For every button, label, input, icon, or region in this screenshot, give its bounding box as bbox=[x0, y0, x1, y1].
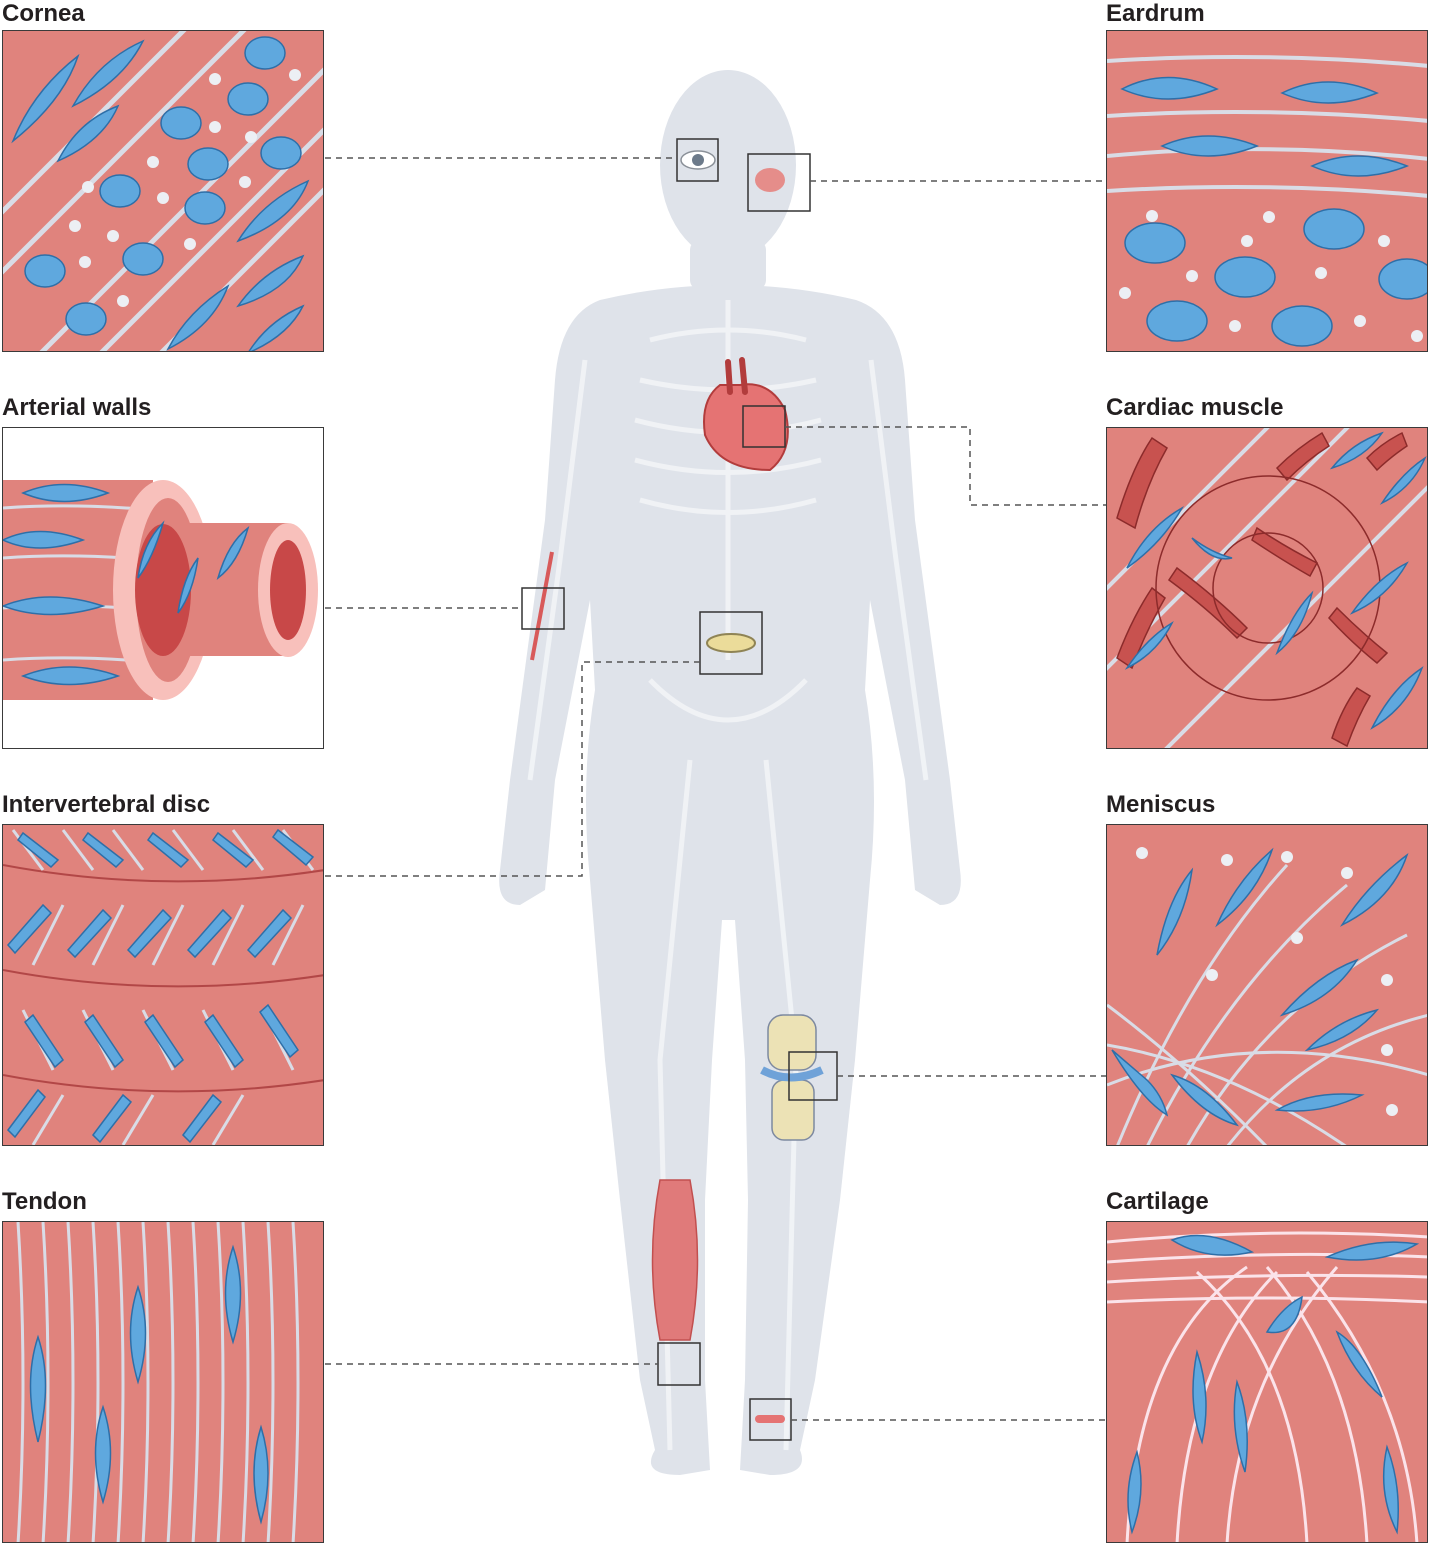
label-meniscus: Meniscus bbox=[1106, 791, 1216, 818]
ankle-cartilage bbox=[755, 1415, 785, 1423]
label-intervertebral-disc: Intervertebral disc bbox=[2, 791, 211, 818]
panel-meniscus bbox=[1106, 824, 1428, 1146]
calf-muscle bbox=[651, 1179, 699, 1341]
panel-arterial-walls bbox=[2, 427, 324, 749]
label-cartilage: Cartilage bbox=[1106, 1188, 1209, 1215]
face bbox=[680, 150, 785, 192]
label-arterial-walls: Arterial walls bbox=[2, 394, 152, 421]
label-cornea: Cornea bbox=[2, 0, 85, 27]
connectors bbox=[325, 157, 1106, 1421]
label-eardrum: Eardrum bbox=[1106, 0, 1205, 27]
label-tendon: Tendon bbox=[2, 1188, 87, 1215]
human-body-silhouette bbox=[499, 70, 961, 1475]
panel-cornea bbox=[2, 30, 324, 352]
knee-joint bbox=[760, 1014, 824, 1141]
panel-eardrum bbox=[1106, 30, 1428, 352]
panel-cardiac-muscle bbox=[1106, 427, 1428, 749]
panel-tendon bbox=[2, 1221, 324, 1543]
label-cardiac-muscle: Cardiac muscle bbox=[1106, 394, 1284, 421]
artery-organ bbox=[530, 551, 554, 661]
panel-cartilage bbox=[1106, 1221, 1428, 1543]
disc-organ bbox=[706, 633, 756, 653]
panel-intervertebral-disc bbox=[2, 824, 324, 1146]
